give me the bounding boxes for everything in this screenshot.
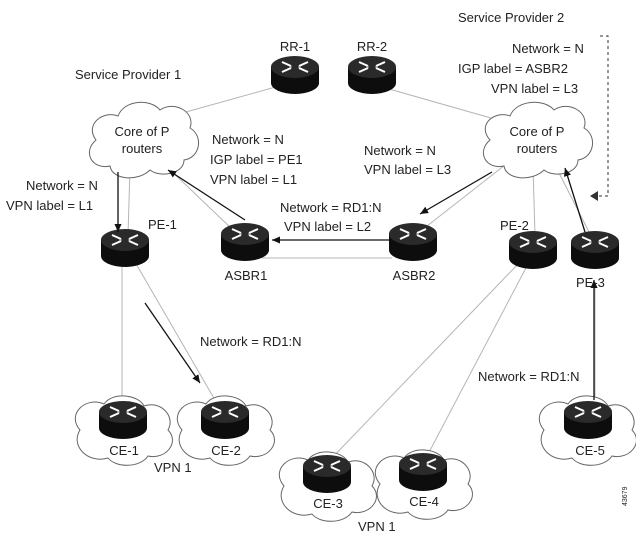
annotation-ce5-pe3: Network = RD1:N — [478, 369, 580, 384]
core1-line1: Core of P — [115, 124, 170, 139]
ce3-label: CE-3 — [313, 496, 343, 511]
link-core2-pe3 — [554, 164, 591, 235]
sp2-label: Service Provider 2 — [458, 10, 564, 25]
rr1-label: RR-1 — [280, 39, 310, 54]
core-cloud-sp2: Core of P routers — [483, 101, 593, 179]
arrow-pe1-to-ce2 — [144, 302, 201, 384]
svg-text:IGP label = ASBR2: IGP label = ASBR2 — [458, 61, 568, 76]
router-asbr2-icon — [388, 222, 438, 262]
arrow-pe3-to-core2 — [563, 167, 586, 233]
link-core2-pe2 — [532, 167, 536, 236]
svg-text:VPN label = L3: VPN label = L3 — [364, 162, 451, 177]
arrow-core2-to-asbr2 — [419, 171, 493, 215]
router-pe1-icon — [100, 228, 150, 268]
ce4-label: CE-4 — [409, 494, 439, 509]
router-pe3-icon — [570, 230, 620, 270]
annotation-center-right: Network = N VPN label = L3 — [364, 143, 451, 177]
vpn1-bottom-label: VPN 1 — [358, 519, 396, 534]
ce2-label: CE-2 — [211, 443, 241, 458]
rr2-label: RR-2 — [357, 39, 387, 54]
core2-line2: routers — [517, 141, 558, 156]
router-ce4-icon — [398, 452, 448, 492]
router-ce1-icon — [98, 400, 148, 440]
svg-text:Network = N: Network = N — [26, 178, 98, 193]
svg-text:Network = N: Network = N — [212, 132, 284, 147]
arrow-asbr1-to-core1 — [167, 169, 246, 221]
router-ce5-icon — [563, 400, 613, 440]
link-pe2-ce4 — [425, 263, 529, 459]
svg-text:Network = RD1:N: Network = RD1:N — [280, 200, 382, 215]
svg-text:Network = N: Network = N — [512, 41, 584, 56]
link-pe2-ce3 — [329, 263, 519, 461]
ce5-label: CE-5 — [575, 443, 605, 458]
router-ce2-icon — [200, 400, 250, 440]
asbr1-label: ASBR1 — [225, 268, 268, 283]
link-core2-asbr2 — [421, 164, 506, 231]
svg-text:VPN label = L3: VPN label = L3 — [491, 81, 578, 96]
svg-text:Network = N: Network = N — [364, 143, 436, 158]
annotation-middle: Network = RD1:N VPN label = L2 — [280, 200, 382, 234]
svg-text:VPN label = L1: VPN label = L1 — [210, 172, 297, 187]
figure-id: 43679 — [622, 486, 629, 506]
svg-text:VPN label = L2: VPN label = L2 — [284, 219, 371, 234]
core2-line1: Core of P — [510, 124, 565, 139]
annotation-center-left: Network = N IGP label = PE1 VPN label = … — [210, 132, 303, 187]
link-core1-pe1 — [127, 167, 131, 236]
router-asbr1-icon — [220, 222, 270, 262]
annotation-sp2-top: Network = N IGP label = ASBR2 VPN label … — [458, 41, 584, 96]
annotation-left: Network = N VPN label = L1 — [6, 178, 98, 213]
router-pe2-icon — [508, 230, 558, 270]
asbr2-label: ASBR2 — [393, 268, 436, 283]
router-rr1-icon — [270, 55, 320, 95]
core1-line2: routers — [122, 141, 163, 156]
pe2-label: PE-2 — [500, 218, 529, 233]
sp1-label: Service Provider 1 — [75, 67, 181, 82]
link-pe1-ce2 — [134, 261, 216, 401]
advertisement-arrows — [114, 167, 598, 400]
pe3-label: PE-3 — [576, 275, 605, 290]
router-rr2-icon — [347, 55, 397, 95]
ce1-label: CE-1 — [109, 443, 139, 458]
router-ce3-icon — [302, 454, 352, 494]
sp2-dashed-bracket — [590, 35, 609, 201]
vpn1-left-label: VPN 1 — [154, 460, 192, 475]
svg-text:VPN label = L1: VPN label = L1 — [6, 198, 93, 213]
svg-text:IGP label = PE1: IGP label = PE1 — [210, 152, 303, 167]
pe1-label: PE-1 — [148, 217, 177, 232]
annotation-pe1-ce2: Network = RD1:N — [200, 334, 302, 349]
core-cloud-sp1: Core of P routers — [89, 101, 199, 179]
